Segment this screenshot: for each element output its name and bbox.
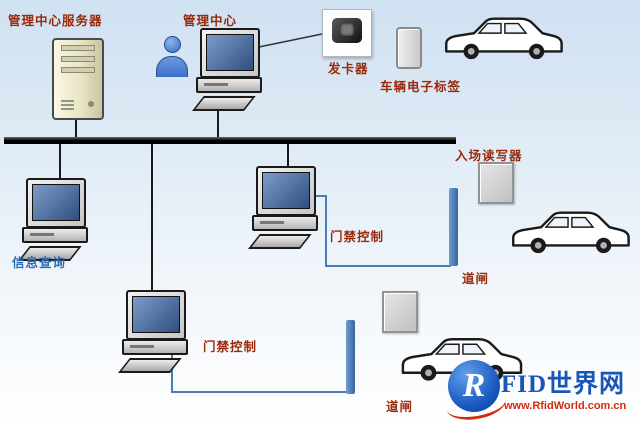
monitor-icon [200,28,260,78]
operator-person-icon [156,36,188,82]
mgmt-center-label: 管理中心 [183,14,238,28]
access-control-1-computer-icon [246,166,318,252]
mgmt-computer-icon [190,28,262,114]
car-icon-2 [512,211,630,254]
access-control-2-label: 门禁控制 [203,340,258,354]
computer-case-icon [196,77,262,93]
access-control-1-label: 门禁控制 [330,230,385,244]
keyboard-icon [248,234,312,249]
keyboard-icon [118,358,182,373]
card-issuer-icon [322,9,372,57]
car-icon-1 [445,17,563,60]
computer-case-icon [122,339,188,355]
monitor-icon [126,290,186,340]
info-query-computer-icon [16,178,88,264]
server-tower-icon [52,38,104,120]
monitor-icon [26,178,86,228]
computer-case-icon [22,227,88,243]
exit-reader-icon [382,291,418,333]
person-head [163,36,181,53]
barrier-gate-2-label: 道闸 [386,400,414,414]
keyboard-icon [192,96,256,111]
vehicle-tag-icon [396,27,422,69]
vehicle-tag-label: 车辆电子标签 [380,80,462,94]
info-query-label: 信息查询 [12,256,67,270]
logo-name-text: FID世界网 [501,371,626,398]
entry-reader-icon [478,162,514,204]
access-control-2-computer-icon [116,290,188,376]
logo-r-circle: R [448,360,500,412]
monitor-icon [256,166,316,216]
barrier-gate-2-icon [346,320,355,394]
card-issuer-label: 发卡器 [328,62,369,76]
barrier-gate-1-label: 道闸 [462,272,490,286]
computer-case-icon [252,215,318,231]
rfidworld-logo: R FID世界网 www.RfidWorld.com.cn [443,358,638,424]
logo-r-letter: R [462,367,486,404]
person-torso [156,56,188,77]
network-bus-line [4,137,456,144]
entry-reader-label: 入场读写器 [455,149,523,163]
server-label: 管理中心服务器 [8,14,103,28]
barrier-gate-1-icon [449,188,458,266]
logo-url-text: www.RfidWorld.com.cn [504,400,627,412]
car-icon-3 [401,338,523,381]
